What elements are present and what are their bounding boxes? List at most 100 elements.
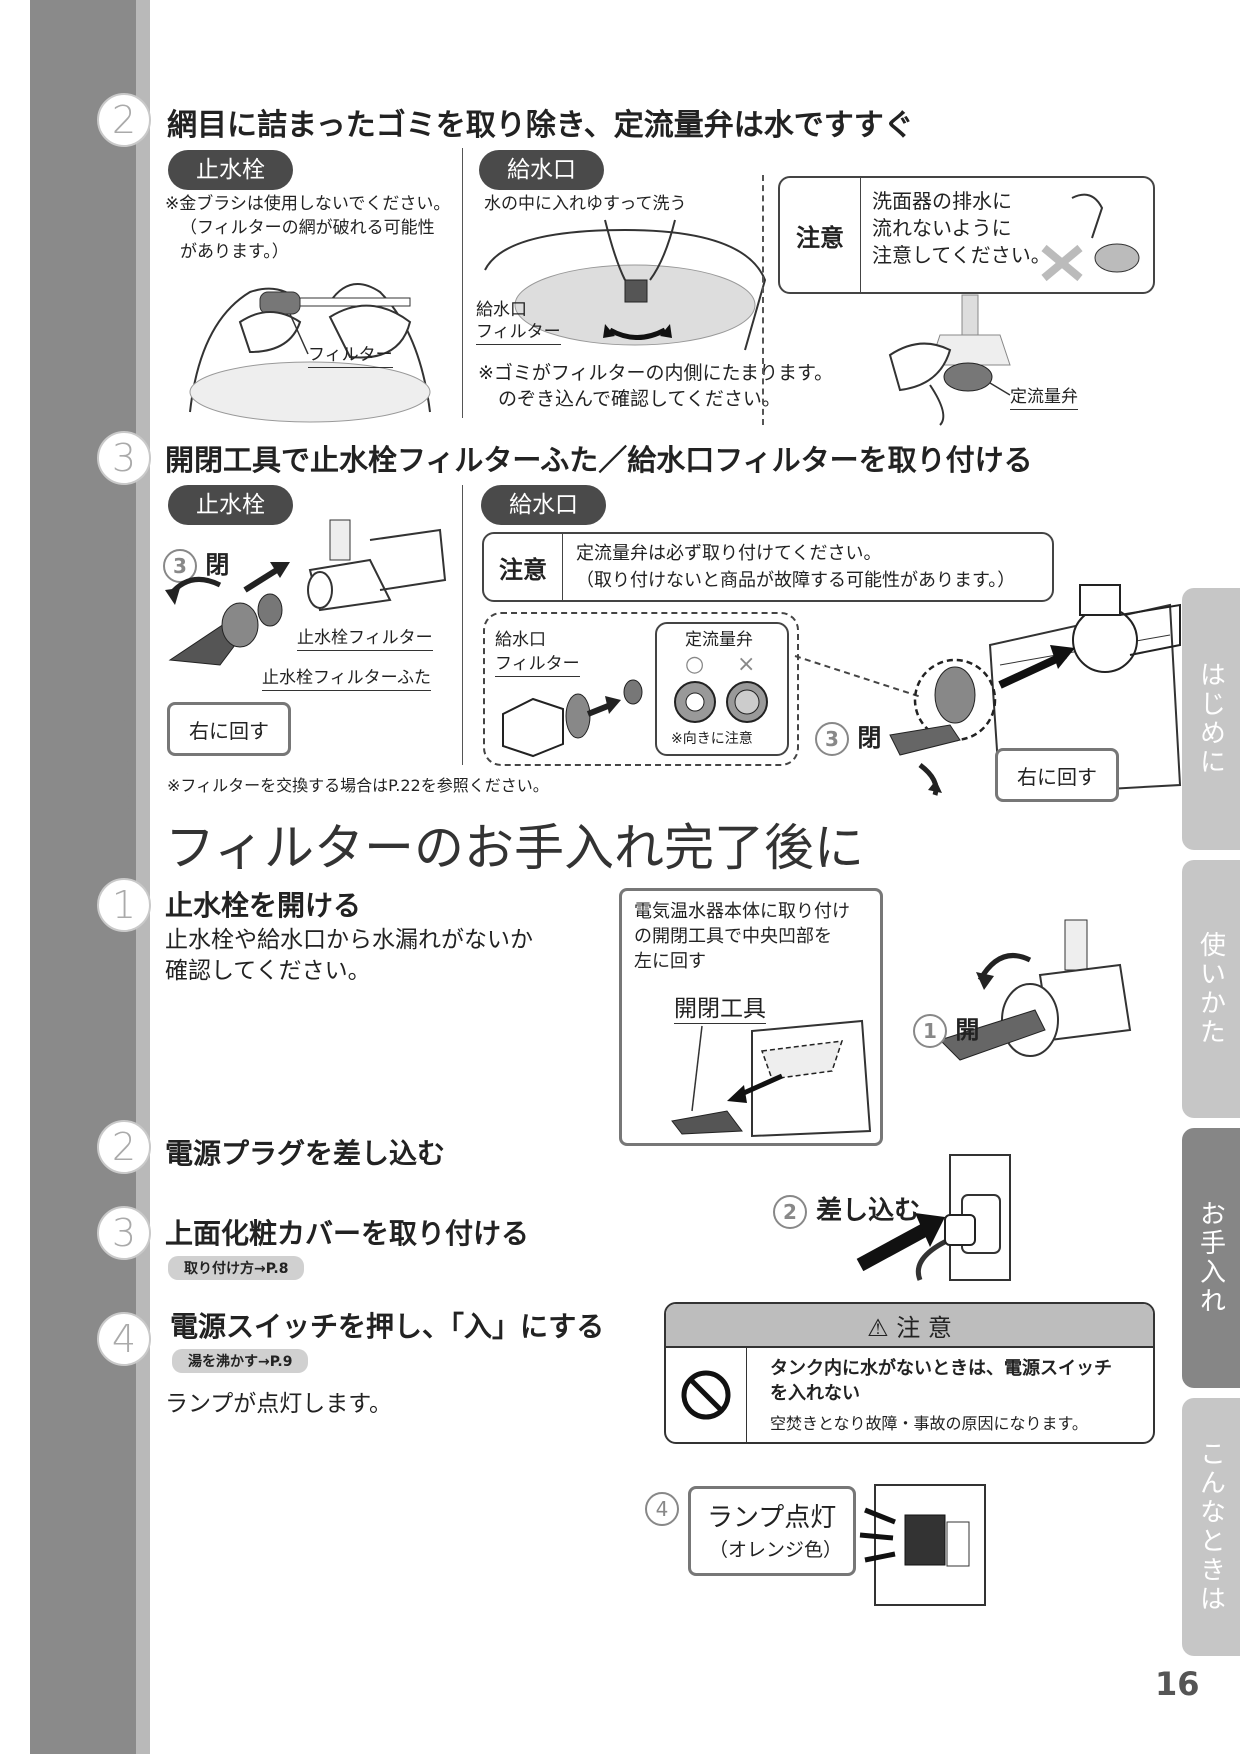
tab-introduction[interactable]: はじめに [1182,588,1240,850]
step-number-circle: 2 [97,1120,151,1174]
illustration-power-switch [859,1484,986,1606]
valve-label: 定流量弁 [685,630,753,650]
warning-text: タンク内に水がないときは、電源スイッチ を入れない [770,1356,1112,1406]
caution-valve-text: 定流量弁は必ず取り付けてください。 （取り付けないと商品が故障する可能性がありま… [576,540,1015,594]
valve-orientation-box: 定流量弁 ○ × ※向きに注意 [655,622,789,756]
callout-filter: フィルター [308,343,393,368]
step-3-title: 開閉工具で止水栓フィルターふた／給水口フィルターを取り付ける [165,443,1033,477]
plug-label: 差し込む [816,1196,921,1226]
tag-water-inlet: 給水口 [479,150,604,190]
note-debris: ※ゴミがフィルターの内側にたまります。 [478,362,834,384]
lamp-label: ランプ点灯 [707,1503,837,1533]
step-number-circle: 3 [97,1206,151,1260]
tab-usage[interactable]: 使いかた [1182,860,1240,1118]
tool-text-line-3: 左に回す [634,951,706,972]
illustration-basin-rinse [484,219,767,351]
lamp-badge: 4 [645,1492,679,1526]
tool-text-line-1: 電気温水器本体に取り付け [634,901,850,922]
ref-install-p8[interactable]: 取り付け方→P.8 [168,1256,305,1280]
plug-indicator: 2 差し込む [773,1190,920,1229]
inlet-filter-illustration [502,679,643,758]
step-badge-open: 1 [913,1014,947,1048]
callout-inlet-2: フィルター [495,652,580,677]
dashed-divider [762,175,764,425]
tool-text-line-2: の開閉工具で中央凹部を [634,926,832,947]
tab-maintenance[interactable]: お手入れ [1182,1128,1240,1388]
tool-instruction-box: 電気温水器本体に取り付け の開閉工具で中央凹部を 左に回す 開閉工具 [619,888,883,1146]
tool-illustration [671,1019,872,1138]
step-1-body-line-2: 確認してください。 [165,958,371,984]
illustration-shutoff-filter-install [165,519,447,666]
note-rinse: 水の中に入れゆすって洗う [484,194,687,214]
callout-inlet-filter-1: 給水口 [476,300,527,320]
turn-right-label: 右に回す [167,702,291,756]
drain-warning-icon [1041,193,1140,282]
warning-header: ⚠ 注 意 [666,1304,1153,1348]
caution-box-drain: 注意 洗面器の排水に 流れないように 注意してください。 [778,176,1155,294]
caution-valve-line-2: （取り付けないと商品が故障する可能性があります。） [576,570,1016,591]
caution-label-2: 注意 [484,534,563,600]
note-brush: ※金ブラシは使用しないでください。 [165,194,451,214]
step-1-body-line-1: 止水栓や給水口から水漏れがないか [165,927,533,953]
caution-label: 注意 [780,178,861,292]
warning-line-2: を入れない [770,1383,860,1404]
step-number-circle: 3 [97,431,151,485]
left-margin-bar [30,0,136,1754]
warning-subtext: 空焚きとなり故障・事故の原因になります。 [770,1414,1088,1433]
close-label: 閉 [205,551,230,579]
lamp-label-box: ランプ点灯 （オレンジ色） [688,1486,856,1576]
tag-water-inlet-2: 給水口 [481,485,606,525]
close-indicator: 3 閉 [163,545,229,583]
note-brush-2: （フィルターの網が破れる可能性 [180,218,435,238]
lamp-color: （オレンジ色） [709,1539,843,1561]
step-1-title: 止水栓を開ける [165,889,362,922]
step-number-circle: 2 [97,93,151,147]
close-indicator-2: 3 閉 [815,718,881,756]
caution-valve-line-1: 定流量弁は必ず取り付けてください。 [576,543,882,564]
step-3-title-cover: 上面化粧カバーを取り付ける [165,1217,530,1250]
caution-line-1: 洗面器の排水に [872,189,1012,213]
turn-right-label-2: 右に回す [995,748,1119,802]
tool-label: 開閉工具 [674,989,766,1024]
warning-line-1: タンク内に水がないときは、電源スイッチ [770,1358,1112,1379]
section-title-after: フィルターのお手入れ完了後に [165,819,864,877]
step-badge-plug: 2 [773,1194,807,1229]
step-number-circle: 4 [97,1312,151,1366]
prohibition-icon [681,1370,731,1420]
note-brush-3: があります。） [180,242,289,262]
open-indicator: 1 開 [913,1010,979,1048]
tab-troubleshooting[interactable]: こんなときは [1182,1398,1240,1656]
step-4-title-switch: 電源スイッチを押し、「入」にする [170,1310,605,1343]
tool-instruction-text: 電気温水器本体に取り付け の開閉工具で中央凹部を 左に回す [634,899,850,974]
illustration-inlet-filter-install [889,584,1182,797]
tag-shutoff-valve-2: 止水栓 [168,485,293,525]
prohibition-icon-cell [666,1348,747,1442]
callout-shutoff-filter: 止水栓フィルター [297,626,433,651]
illustration-brush-filter [189,283,431,423]
caution-box-valve: 注意 定流量弁は必ず取り付けてください。 （取り付けないと商品が故障する可能性が… [482,532,1054,602]
step-1-body: 止水栓や給水口から水漏れがないか 確認してください。 [165,925,533,987]
column-divider-2 [462,485,463,765]
step-number-circle: 1 [97,878,151,932]
open-label: 開 [955,1016,980,1044]
step-2-title-power: 電源プラグを差し込む [165,1137,446,1170]
page-number: 16 [1155,1665,1200,1703]
step-4-body: ランプが点灯します。 [165,1391,393,1417]
dotted-connector [123,515,129,895]
caution-line-2: 流れないように [872,216,1012,240]
callout-inlet-filter-2: フィルター [476,320,561,345]
callout-flow-valve: 定流量弁 [1010,385,1078,410]
column-divider [462,148,463,418]
ref-boil-p9[interactable]: 湯を沸かす→P.9 [172,1349,309,1373]
illustration-valve-rinse [888,294,1011,426]
ok-mark: ○ [685,652,705,677]
note-debris-2: のぞき込んで確認してください。 [498,388,781,410]
footnote-filter-replace: ※フィルターを交換する場合はP.22を参照ください。 [167,776,549,795]
detail-inlet-filter: 給水口 フィルター 定流量弁 ○ × ※向きに注意 [483,612,799,766]
step-badge-lamp: 4 [645,1492,679,1526]
orientation-note: ※向きに注意 [671,731,753,747]
left-margin-bar-light [136,0,150,1754]
warning-box: ⚠ 注 意 タンク内に水がないときは、電源スイッチ を入れない 空焚きとなり故障… [664,1302,1155,1444]
caution-text: 洗面器の排水に 流れないように 注意してください。 [872,188,1051,269]
illustration-open-shutoff [939,919,1132,1061]
